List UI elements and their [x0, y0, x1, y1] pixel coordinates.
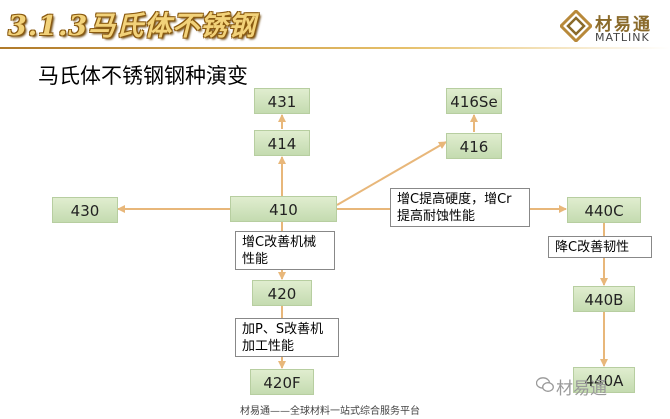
- arrow-410-to-416: [336, 141, 447, 206]
- wechat-icon: [536, 377, 554, 392]
- footer-tagline: 材易通——全球材料一站式综合服务平台: [240, 406, 420, 417]
- note-improve-toughness: 降C改善韧性: [548, 236, 652, 258]
- node-410: 410: [230, 196, 337, 222]
- node-420f: 420F: [250, 369, 314, 395]
- node-440c: 440C: [567, 197, 641, 223]
- node-431: 431: [254, 88, 310, 114]
- slide-title: 3.1.3马氏体不锈钢: [8, 11, 257, 42]
- node-430: 430: [52, 197, 118, 223]
- matlink-logo: 材易通 MATLINK: [560, 8, 670, 46]
- node-414: 414: [254, 130, 310, 156]
- header-divider: [0, 47, 670, 49]
- page-subtitle: 马氏体不锈钢钢种演变: [38, 64, 248, 88]
- logo-chinese-name: 材易通: [595, 15, 652, 35]
- node-420: 420: [252, 280, 312, 306]
- node-416: 416: [446, 133, 502, 159]
- note-improve-mechanical: 增C改善机械性能: [235, 231, 335, 270]
- note-improve-machinability: 加P、S改善机加工性能: [235, 318, 339, 357]
- logo-english-name: MATLINK: [595, 31, 650, 44]
- node-440b: 440B: [573, 286, 635, 312]
- note-hardness-corrosion: 增C提高硬度，增Cr提高耐蚀性能: [390, 188, 530, 227]
- watermark-text: 材易通: [556, 379, 607, 399]
- node-440a: 440A: [573, 367, 635, 393]
- matlink-logo-icon: [560, 10, 592, 42]
- node-416se: 416Se: [446, 88, 502, 114]
